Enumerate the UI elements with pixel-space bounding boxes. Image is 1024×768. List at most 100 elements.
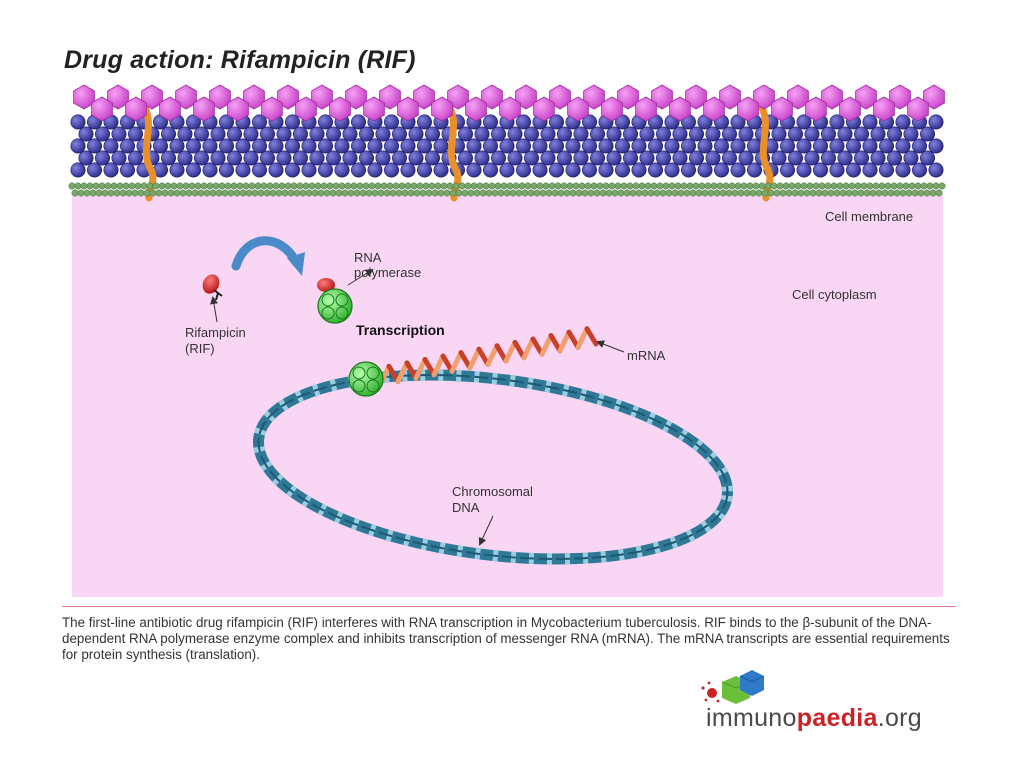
membrane-bead <box>797 189 805 197</box>
membrane-bead <box>218 182 226 190</box>
mycolic-acid-sphere <box>919 126 935 142</box>
membrane-bead <box>254 182 262 190</box>
membrane-bead <box>278 182 286 190</box>
logo-text-part2: paedia <box>796 704 878 732</box>
mrna-segment <box>431 353 446 378</box>
membrane-bead <box>533 189 541 197</box>
membrane-bead <box>239 189 247 197</box>
membrane-bead <box>455 189 463 197</box>
membrane-bead <box>275 189 283 197</box>
label-rna-polymerase-line1: RNA <box>354 250 382 265</box>
membrane-bead <box>470 182 478 190</box>
immunopaedia-logo-icon <box>701 670 765 704</box>
membrane-bead <box>617 189 625 197</box>
membrane-bead <box>545 189 553 197</box>
mycolic-acid-sphere <box>474 126 490 142</box>
peptidoglycan-unit <box>73 84 95 110</box>
membrane-bead <box>167 189 175 197</box>
mycolic-acid-sphere <box>375 126 391 142</box>
membrane-bead <box>647 189 655 197</box>
peptidoglycan-unit <box>669 96 691 122</box>
mycolic-acid-sphere <box>655 126 671 142</box>
membrane-bead <box>467 189 475 197</box>
mycolic-acid-sphere <box>490 150 506 166</box>
membrane-bead <box>842 182 850 190</box>
mycolic-acid-sphere <box>391 150 407 166</box>
membrane-bead <box>743 189 751 197</box>
membrane-bead <box>74 182 82 190</box>
membrane-bead <box>641 189 649 197</box>
mycolic-acid-sphere <box>548 138 564 154</box>
membrane-bead <box>638 182 646 190</box>
mycolic-acid-sphere <box>276 126 292 142</box>
membrane-bead <box>125 189 133 197</box>
mycolic-acid-sphere <box>870 126 886 142</box>
membrane-bead <box>557 189 565 197</box>
mycolic-acid-sphere <box>598 162 614 178</box>
membrane-bead <box>176 182 184 190</box>
membrane-bead <box>83 189 91 197</box>
mycolic-acid-sphere <box>70 138 86 154</box>
membrane-bead <box>887 189 895 197</box>
mycolic-acid-sphere <box>523 150 539 166</box>
membrane-bead <box>269 189 277 197</box>
mrna-segment <box>521 336 536 361</box>
membrane-bead <box>410 182 418 190</box>
mycolic-acid-sphere <box>219 114 235 130</box>
mycolic-acid-sphere <box>400 162 416 178</box>
membrane-bead <box>212 182 220 190</box>
membrane-bead <box>152 182 160 190</box>
membrane-bead <box>488 182 496 190</box>
membrane-bead <box>395 189 403 197</box>
mycolic-acid-sphere <box>829 138 845 154</box>
mycolic-acid-sphere <box>622 150 638 166</box>
membrane-bead <box>164 182 172 190</box>
mycolic-acid-sphere <box>614 162 630 178</box>
mycolic-acid-sphere <box>227 150 243 166</box>
mycolic-acid-sphere <box>342 150 358 166</box>
mycolic-acid-sphere <box>219 138 235 154</box>
peptidoglycan-unit <box>771 96 793 122</box>
membrane-bead <box>227 189 235 197</box>
membrane-bead <box>233 189 241 197</box>
logo-text-part3: .org <box>877 704 922 732</box>
membrane-bead <box>659 189 667 197</box>
membrane-bead <box>713 189 721 197</box>
peptidoglycan-unit <box>465 96 487 122</box>
mycolic-acid-sphere <box>309 126 325 142</box>
mycolic-acid-sphere <box>746 138 762 154</box>
membrane-bead <box>812 182 820 190</box>
mycolic-acid-sphere <box>350 162 366 178</box>
membrane-bead <box>266 182 274 190</box>
peptidoglycan-unit <box>533 96 555 122</box>
mycolic-acid-sphere <box>95 150 111 166</box>
mycolic-acid-sphere <box>284 138 300 154</box>
mycolic-acid-sphere <box>292 150 308 166</box>
membrane-bead <box>527 189 535 197</box>
mycolic-acid-sphere <box>664 162 680 178</box>
membrane-bead <box>665 189 673 197</box>
mycolic-acid-sphere <box>466 162 482 178</box>
mycolic-acid-sphere <box>70 162 86 178</box>
membrane-bead <box>563 189 571 197</box>
membrane-bead <box>281 189 289 197</box>
membrane-bead <box>815 189 823 197</box>
membrane-bead <box>461 189 469 197</box>
membrane-bead <box>749 189 757 197</box>
membrane-bead <box>140 182 148 190</box>
membrane-bead <box>182 182 190 190</box>
membrane-bead <box>614 182 622 190</box>
membrane-bead <box>188 182 196 190</box>
membrane-bead <box>566 182 574 190</box>
peptidoglycan-unit <box>329 96 351 122</box>
mycolic-acid-sphere <box>424 150 440 166</box>
mycolic-acid-sphere <box>408 126 424 142</box>
mycolic-acid-sphere <box>771 126 787 142</box>
label-rifampicin-line2: (RIF) <box>185 341 215 356</box>
membrane-bead <box>320 182 328 190</box>
mycolic-acid-sphere <box>317 114 333 130</box>
peptidoglycan-unit <box>193 96 215 122</box>
membrane-bead <box>779 189 787 197</box>
membrane-bead <box>764 182 772 190</box>
mycolic-acid-sphere <box>779 138 795 154</box>
